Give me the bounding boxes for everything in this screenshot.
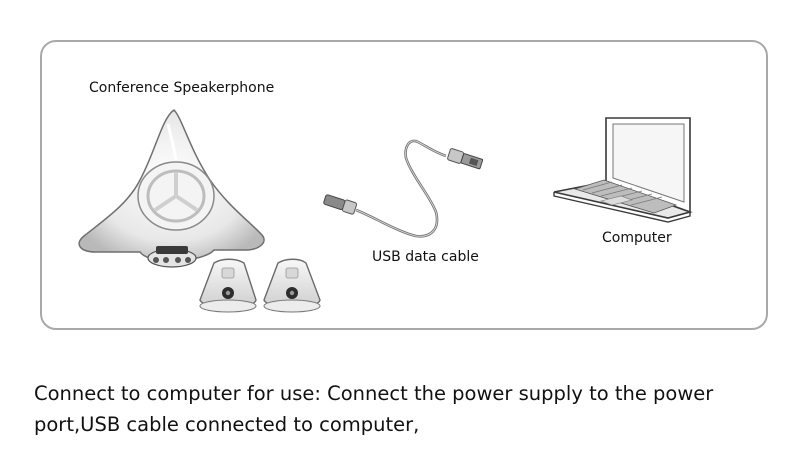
speakerphone-label: Conference Speakerphone [89,80,275,96]
usb-cable-label: USB data cable [372,249,479,265]
microphone-icon [199,258,257,313]
computer-label: Computer [602,230,672,246]
microphone-icon [263,258,321,313]
laptop-icon [553,117,693,223]
speakerphone-icon [78,109,265,268]
diagram-frame [40,40,768,330]
instructions-text: Connect to computer for use: Connect the… [34,382,714,436]
usb-cable-icon [323,139,484,238]
